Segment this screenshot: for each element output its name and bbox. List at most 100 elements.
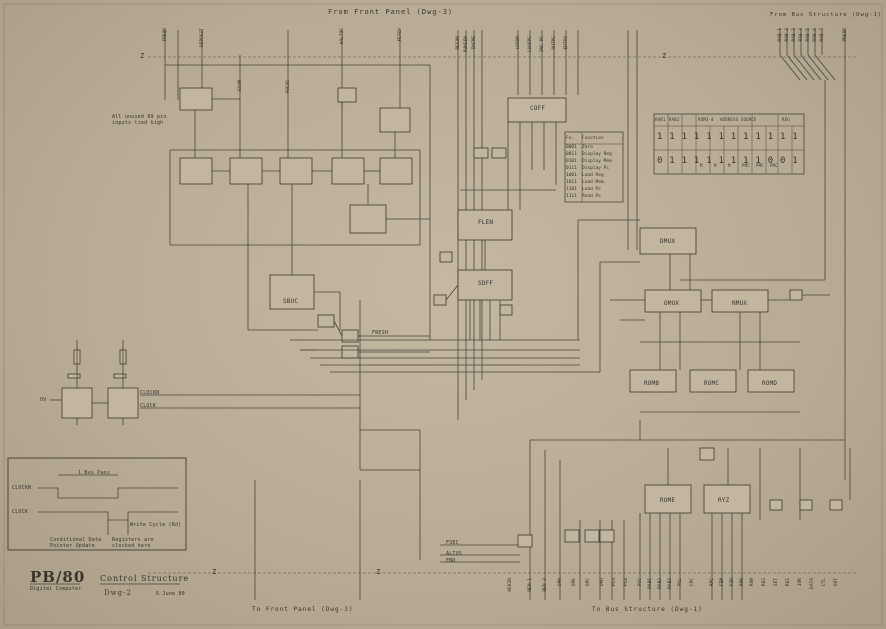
function-code: 1101: [566, 187, 577, 192]
bottom-bus-label: OUT: [834, 578, 839, 587]
function-name: Display Pc: [582, 166, 610, 171]
drawing-title: Control Structure: [100, 574, 190, 583]
bottom-bus-label: RAB2: [658, 578, 663, 589]
bottom-bus-label: REN-2: [543, 578, 548, 592]
function-name: Display Reg: [582, 152, 612, 157]
function-name: Read Pc: [582, 194, 601, 199]
truth-table-cell: 0: [767, 156, 774, 166]
sig-fresh: FRESH: [372, 330, 389, 336]
bottom-bus-label: SET: [774, 578, 779, 587]
sig-incpc: INC PC: [540, 36, 545, 53]
tt-reg: REG: [782, 117, 790, 122]
chip-omux: OMUX: [664, 300, 680, 307]
truth-table-cell: 1: [792, 156, 798, 166]
truth-table-sub: PMC: [770, 163, 778, 168]
footer-left: To Front Panel (Dwg-3): [252, 606, 354, 613]
truth-table-cell: 1: [669, 156, 675, 166]
sig-resun: RESUN: [456, 36, 461, 50]
truth-table-cell: 0: [780, 156, 786, 166]
bottom-bus-label: REN-1: [528, 578, 533, 592]
drawing-date: 6 June 80: [156, 591, 185, 597]
bottom-bus-label: RPC: [710, 578, 715, 587]
sig-deposit: DEPOSIT: [200, 28, 205, 47]
sig-rab-4: RAB-4: [799, 28, 804, 42]
sig-haltus: HALTUS: [340, 28, 345, 45]
bottom-bus-label: REG: [762, 578, 767, 587]
truth-table-cell: 1: [730, 132, 737, 142]
timing-write-cycle: Write Cycle (Rd): [130, 522, 182, 528]
sig-freqn: FREQN: [163, 28, 168, 42]
function-table-row: 0101 Display Mem: [566, 158, 622, 165]
sig-clockn: CLOCKN: [140, 390, 160, 396]
chip-sbuc: SBUC: [283, 298, 299, 305]
sig-end: END: [446, 558, 456, 564]
sig-0v: 0V: [40, 397, 47, 403]
tt-rab1: RAB1: [655, 117, 666, 122]
truth-table-cell: 1: [657, 132, 663, 142]
function-code: 0111: [566, 166, 577, 171]
header-right: From Bus Structure (Dwg-1): [770, 12, 883, 18]
chip-flen: FLEN: [478, 219, 494, 226]
bottom-bus-label: OPD: [600, 578, 605, 587]
z-marker-top-right: Z: [662, 52, 667, 60]
function-code: 1011: [566, 180, 577, 185]
function-table-row: 1111 Read Pc: [566, 193, 622, 200]
chip-romc: ROMC: [704, 380, 720, 387]
bottom-bus-label: PCB: [624, 578, 629, 587]
sig-focus: FOCUS: [286, 80, 291, 94]
z-marker-bottom-right: Z: [376, 568, 381, 576]
function-code: 1111: [566, 194, 577, 199]
tt-rom: ROM3-4: [698, 117, 714, 122]
sig-exam: EXAM: [238, 80, 243, 91]
function-code: 0101: [566, 159, 577, 164]
chip-ryz: RYZ: [718, 497, 730, 504]
function-name: Load Mem: [582, 180, 604, 185]
sig-incre: INCRE: [472, 36, 477, 50]
bottom-bus-label: OPR: [558, 578, 563, 587]
function-table-row: 1001 Load Reg: [566, 172, 622, 179]
truth-table-cell: 1: [755, 132, 762, 142]
truth-table-cell: 1: [743, 132, 749, 142]
note-left: All unused 89 pin inputs tied high: [112, 114, 167, 126]
tt-rab2: RAB2: [669, 117, 680, 122]
chip-sdff: SDFF: [478, 280, 494, 287]
function-table-header-function: Function: [582, 136, 604, 141]
drawing-number: Dwg-2: [104, 589, 132, 597]
sig-rab-2: RAB-2: [785, 28, 790, 42]
function-table-row: 0001 Zero: [566, 144, 622, 151]
function-name: Load Reg: [582, 173, 604, 178]
function-name: Load Pc: [582, 187, 601, 192]
bottom-bus-label: CTL: [822, 578, 827, 587]
function-code: 1001: [566, 173, 577, 178]
truth-table-cell: 0: [657, 156, 663, 166]
timing-bus-pass: 1 Bus Pass: [78, 470, 111, 476]
bottom-bus-label: PCC: [638, 578, 643, 587]
bottom-bus-label: PCA: [612, 578, 617, 587]
truth-table-cell: 1: [693, 156, 700, 166]
sig-loadn: LOADN: [516, 36, 521, 50]
z-marker-bottom: Z: [212, 568, 217, 576]
function-table-row: 1011 Load Mem: [566, 179, 622, 186]
function-table-row: 1101 Load Pc: [566, 186, 622, 193]
function-name: Zero: [582, 145, 593, 150]
truth-table-cell: 1: [743, 156, 749, 166]
function-code: 0001: [566, 145, 577, 150]
function-name: Display Mem: [582, 159, 612, 164]
truth-table-cell: 1: [706, 156, 712, 166]
bottom-bus-label: OPE: [572, 578, 577, 587]
truth-table-cell: 1: [693, 132, 700, 142]
bottom-bus-label: PCL: [678, 578, 683, 587]
sig-rab-7: RAB-7: [820, 28, 825, 42]
chip-coff: COFF: [530, 105, 546, 112]
sig-fetch: FETCH: [398, 28, 403, 42]
bottom-bus-label: RAM: [750, 578, 755, 587]
bottom-bus-label: RAB1: [648, 578, 653, 589]
sig-loadpc: LOADPC: [528, 36, 533, 53]
logo-sub: Digital Computer: [30, 586, 82, 592]
sig-fsec: FSEC: [446, 540, 459, 546]
chip-romd: ROMD: [762, 380, 778, 387]
z-marker-top: Z: [140, 52, 145, 60]
